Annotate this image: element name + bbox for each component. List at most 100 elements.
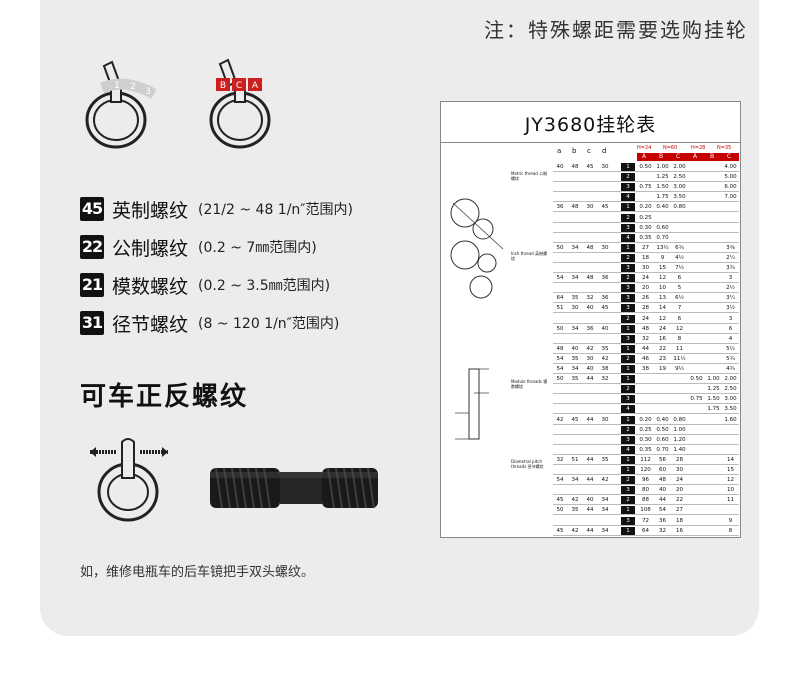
dial-right-label-c: C bbox=[236, 81, 242, 91]
table-cell: 36 bbox=[586, 325, 594, 332]
table-cell: 112 bbox=[640, 456, 651, 463]
table-cell: 34 bbox=[601, 497, 609, 504]
table-cell: 18 bbox=[642, 254, 649, 261]
table-cell: 2.50 bbox=[724, 386, 737, 393]
table-cell: 20 bbox=[642, 285, 649, 292]
table-cell-index: 3 bbox=[621, 395, 635, 404]
abc-header-row bbox=[637, 153, 739, 161]
table-cell: 22 bbox=[659, 345, 666, 352]
table-cell-index: 3 bbox=[621, 223, 635, 232]
table-cell: 64 bbox=[556, 295, 564, 302]
table-cell-index: 1 bbox=[621, 243, 635, 252]
table-cell: 30 bbox=[642, 265, 649, 271]
table-cell: 42 bbox=[586, 345, 594, 352]
table-cell: 45 bbox=[556, 527, 564, 534]
table-cell-index: 4 bbox=[621, 445, 635, 454]
table-cell: 24 bbox=[642, 315, 649, 322]
table-cell: 42 bbox=[571, 527, 579, 534]
table-cell: 6 bbox=[728, 325, 733, 332]
table-cell: 36 bbox=[659, 517, 666, 524]
table-cell: 10 bbox=[659, 285, 666, 292]
table-cell: 12 bbox=[659, 315, 666, 322]
table-cell: 36 bbox=[556, 204, 564, 211]
feed-selector-dial-right: B C A bbox=[209, 58, 271, 149]
table-cell: 34 bbox=[571, 477, 579, 484]
col-header-a: a bbox=[557, 147, 562, 155]
table-cell: 6.00 bbox=[724, 184, 737, 191]
table-cell: 32 bbox=[586, 295, 594, 302]
table-cell: 7 bbox=[677, 305, 682, 312]
section-label-metric: Metric thread 公制螺纹 bbox=[511, 171, 548, 181]
thread-row-diametral: 31 径节螺纹 (8 ~ 120 1/n″范围内) bbox=[80, 304, 353, 342]
table-cell: 13½ bbox=[656, 244, 669, 251]
table-cell: 34 bbox=[571, 325, 579, 332]
table-cell-index: 2 bbox=[621, 425, 635, 434]
table-cell: 30 bbox=[586, 355, 594, 362]
table-cell: 0.70 bbox=[656, 446, 669, 453]
table-cell: 12 bbox=[727, 477, 734, 484]
table-cell-index: 1 bbox=[621, 365, 635, 373]
table-cell: 48 bbox=[556, 345, 564, 352]
table-cell: 42 bbox=[601, 355, 609, 362]
table-cell: 19 bbox=[659, 366, 666, 372]
table-cell: 10 bbox=[727, 487, 734, 494]
table-cell: 4 bbox=[728, 335, 733, 342]
table-cell: 38 bbox=[601, 366, 609, 372]
table-cell: 40 bbox=[586, 497, 594, 504]
table-cell: 11 bbox=[676, 345, 683, 352]
thread-name: 径节螺纹 bbox=[112, 313, 189, 336]
table-cell: 42 bbox=[556, 416, 564, 423]
table-cell: 0.25 bbox=[639, 214, 652, 221]
table-cell: 46 bbox=[642, 355, 649, 362]
table-cell: 0.25 bbox=[639, 426, 652, 433]
gear-train-diagram-bottom bbox=[455, 368, 489, 440]
thread-badge: 45 bbox=[80, 197, 104, 221]
table-cell: 45 bbox=[556, 497, 564, 504]
table-cell-index: 2 bbox=[621, 354, 635, 363]
table-cell: 5 bbox=[677, 285, 682, 292]
table-cell: 0.20 bbox=[639, 416, 652, 423]
table-cell-index: 2 bbox=[621, 213, 635, 222]
table-cell: 16 bbox=[676, 527, 683, 534]
table-cell: 1.25 bbox=[707, 386, 720, 393]
table-cell-index: 3 bbox=[621, 435, 635, 444]
table-cell: 0.75 bbox=[639, 184, 652, 191]
abc-c1: C bbox=[676, 153, 681, 160]
table-cell-index: 1 bbox=[621, 455, 635, 464]
abc-b1: B bbox=[659, 153, 664, 160]
dial-left-label-1: 1 bbox=[114, 81, 120, 91]
table-cell: 35 bbox=[601, 345, 609, 352]
table-cell: 0.35 bbox=[639, 234, 652, 241]
table-cell: 2½ bbox=[726, 285, 735, 292]
table-cell: 0.70 bbox=[656, 234, 669, 241]
table-cell: 0.75 bbox=[690, 396, 703, 403]
section-label-diametral: Diametral pitch threads 径节螺纹 bbox=[511, 459, 544, 469]
table-cell: 3.50 bbox=[724, 406, 737, 413]
abc-a1: A bbox=[642, 153, 647, 160]
h-header-2: N=60 bbox=[663, 145, 678, 151]
abc-labels: A B C A B C bbox=[637, 153, 739, 161]
table-cell-index: 2 bbox=[621, 274, 635, 283]
table-cell: 9 bbox=[728, 517, 733, 524]
table-cell: 7½ bbox=[675, 265, 684, 271]
table-cell: 1.00 bbox=[707, 376, 720, 383]
table-cell-index: 3 bbox=[621, 486, 635, 495]
table-cell-index: 2 bbox=[621, 476, 635, 485]
table-cell: 54 bbox=[556, 366, 564, 372]
table-cell: 48 bbox=[571, 164, 579, 170]
thread-range: (21/2 ~ 48 1/n″范围内) bbox=[198, 202, 353, 218]
table-cell: 0.60 bbox=[656, 224, 669, 231]
thread-range: (8 ~ 120 1/n″范围内) bbox=[198, 316, 340, 332]
table-cell: 14 bbox=[659, 305, 666, 312]
table-cell-index: 1 bbox=[621, 344, 635, 353]
gear-train-diagram-top bbox=[450, 198, 504, 299]
table-cell: 15 bbox=[727, 467, 734, 473]
table-cell: 40 bbox=[586, 305, 594, 312]
thread-row-inch: 45 英制螺纹 (21/2 ~ 48 1/n″范围内) bbox=[80, 190, 353, 228]
